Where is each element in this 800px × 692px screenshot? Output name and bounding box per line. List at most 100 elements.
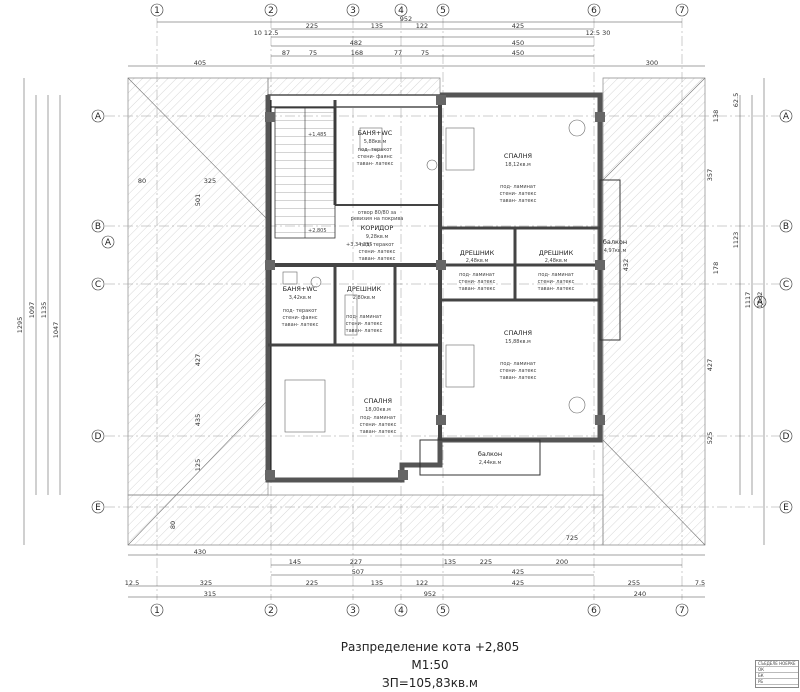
dim-value: 240 xyxy=(634,590,646,598)
room-finish: стени- латекс xyxy=(538,279,575,285)
dim-value: 450 xyxy=(512,49,524,57)
room-name: ДРЕШНИК xyxy=(347,285,382,293)
drawing-title: Разпределение кота +2,805 xyxy=(340,640,520,654)
dimension-lines-top xyxy=(128,21,705,67)
axis-label: 6 xyxy=(591,606,597,616)
axis-label: 1 xyxy=(154,606,160,616)
dim-value: 1295 xyxy=(16,317,24,334)
dim-value: 1097 xyxy=(28,302,36,319)
axis-label: A xyxy=(783,112,790,122)
room-finish: под- ламинат xyxy=(360,415,396,421)
dimension-values-top: 952 225 135 122 425 482 450 87 75 168 77… xyxy=(194,15,658,67)
level-mark: +1,485 xyxy=(308,132,327,138)
dim-value: 87 xyxy=(282,49,290,57)
room-finish: под- ламинат xyxy=(538,272,574,278)
furniture xyxy=(282,119,586,433)
room-finish: таван- латекс xyxy=(500,375,537,381)
dim-value: 1047 xyxy=(52,322,60,339)
axis-label: A xyxy=(95,112,102,122)
room-area: 2,48кв.м xyxy=(466,258,489,264)
axis-label: 6 xyxy=(591,6,597,16)
room-closet-mid: ДРЕШНИК 2,80кв.м под- ламинат стени- лат… xyxy=(346,285,383,334)
dim-value: 225 xyxy=(306,22,318,30)
stamp-header: СЪЕДЕЛЕ НОЕРКЕ xyxy=(756,661,798,667)
dim-value: 325 xyxy=(204,177,216,185)
axis-label: E xyxy=(95,503,101,513)
room-finish: стени- латекс xyxy=(346,321,383,327)
dim-value: 952 xyxy=(400,15,412,23)
room-area: 2,48кв.м xyxy=(545,258,568,264)
axis-bubbles-right: A B C D E xyxy=(779,109,793,514)
dim-value: 425 xyxy=(512,22,524,30)
level-mark: +2,805 xyxy=(308,228,327,234)
drawing-area: ЗП=105,83кв.м xyxy=(382,676,478,690)
room-closet-right: ДРЕШНИК 2,48кв.м под- ламинат стени- лат… xyxy=(538,249,575,292)
dim-value: 315 xyxy=(204,590,216,598)
room-corridor: отвор 80/80 за ревизия на покрива КОРИДО… xyxy=(351,210,404,262)
dim-value: 357 xyxy=(706,169,714,181)
room-finish: стени- латекс xyxy=(359,249,396,255)
room-finish: таван- латекс xyxy=(459,286,496,292)
room-finish: таван- латекс xyxy=(360,429,397,435)
room-area: 18,00кв.м xyxy=(365,407,391,413)
dim-value: 7.5 xyxy=(695,579,705,587)
axis-label: E xyxy=(783,503,789,513)
dim-value: 501 xyxy=(194,194,202,206)
dim-value: 125 xyxy=(194,459,202,471)
dim-value: 225 xyxy=(306,579,318,587)
room-finish: под- теракот xyxy=(283,308,317,314)
room-finish: таван- латекс xyxy=(346,328,383,334)
room-name: балкон xyxy=(603,238,627,246)
room-bedroom-top: СПАЛНЯ 18,12кв.м под- ламинат стени- лат… xyxy=(500,152,537,204)
room-name: СПАЛНЯ xyxy=(504,152,532,160)
dim-value: 77 xyxy=(394,49,402,57)
dim-value: 62.5 xyxy=(732,93,740,107)
room-bedroom-right: СПАЛНЯ 15,88кв.м под- ламинат стени- лат… xyxy=(500,329,537,381)
dim-value: 427 xyxy=(194,354,202,366)
room-area: 4,97кв.м xyxy=(604,248,627,254)
room-name: БАНЯ+WC xyxy=(283,285,318,293)
room-area: 3,42кв.м xyxy=(289,295,312,301)
dim-value: 435 xyxy=(194,414,202,426)
room-name: СПАЛНЯ xyxy=(504,329,532,337)
dim-value: 952 xyxy=(424,590,436,598)
room-name: КОРИДОР xyxy=(361,224,394,232)
dim-value: 168 xyxy=(351,49,363,57)
dim-value: 725 xyxy=(566,534,578,542)
room-finish: стени- фаянс xyxy=(357,154,392,160)
dim-value: 12.5 30 xyxy=(586,29,611,37)
dim-value: 525 xyxy=(706,432,714,444)
dim-value: 227 xyxy=(350,558,362,566)
dimension-values-right: 1123 1117 1232 357 432 427 525 138 178 6… xyxy=(622,93,764,444)
room-area: 18,12кв.м xyxy=(505,162,531,168)
room-finish: под- ламинат xyxy=(346,314,382,320)
dimension-lines-side xyxy=(23,78,765,545)
drawing-title-block: Разпределение кота +2,805 М1:50 ЗП=105,8… xyxy=(300,638,560,692)
stamp-row: ОК xyxy=(756,667,798,673)
axis-label: C xyxy=(783,280,789,290)
room-finish: под- ламинат xyxy=(500,184,536,190)
dim-value: 405 xyxy=(194,59,206,67)
section-marker-left: A xyxy=(101,235,115,249)
room-name: ДРЕШНИК xyxy=(460,249,495,257)
dim-value: 122 xyxy=(416,579,428,587)
level-markers: +1,485 +2,805 +3,34,255 xyxy=(308,132,372,248)
dim-value: 10 12.5 xyxy=(254,29,279,37)
room-area: 2,44кв.м xyxy=(479,460,502,466)
drawing-scale: М1:50 xyxy=(411,658,449,672)
room-bedroom-left: СПАЛНЯ 18,00кв.м под- ламинат стени- лат… xyxy=(360,397,397,435)
room-balcony-bottom: балкон 2,44кв.м xyxy=(478,450,502,466)
dim-value: 135 xyxy=(371,22,383,30)
room-bath-mid: БАНЯ+WC 3,42кв.м под- теракот стени- фая… xyxy=(282,285,319,328)
dim-value: 178 xyxy=(712,262,720,274)
axis-label: 5 xyxy=(440,606,446,616)
room-finish: стени- латекс xyxy=(360,422,397,428)
section-label: A xyxy=(757,298,764,308)
axis-label: D xyxy=(95,432,102,442)
axis-label: 2 xyxy=(268,6,274,16)
dimension-values-bottom: 145 227 135 225 200 507 425 325 225 135 … xyxy=(125,534,705,598)
dim-value: 75 xyxy=(309,49,317,57)
room-finish: стени- латекс xyxy=(500,191,537,197)
axis-label: D xyxy=(783,432,790,442)
room-finish: под- теракот xyxy=(360,242,394,248)
